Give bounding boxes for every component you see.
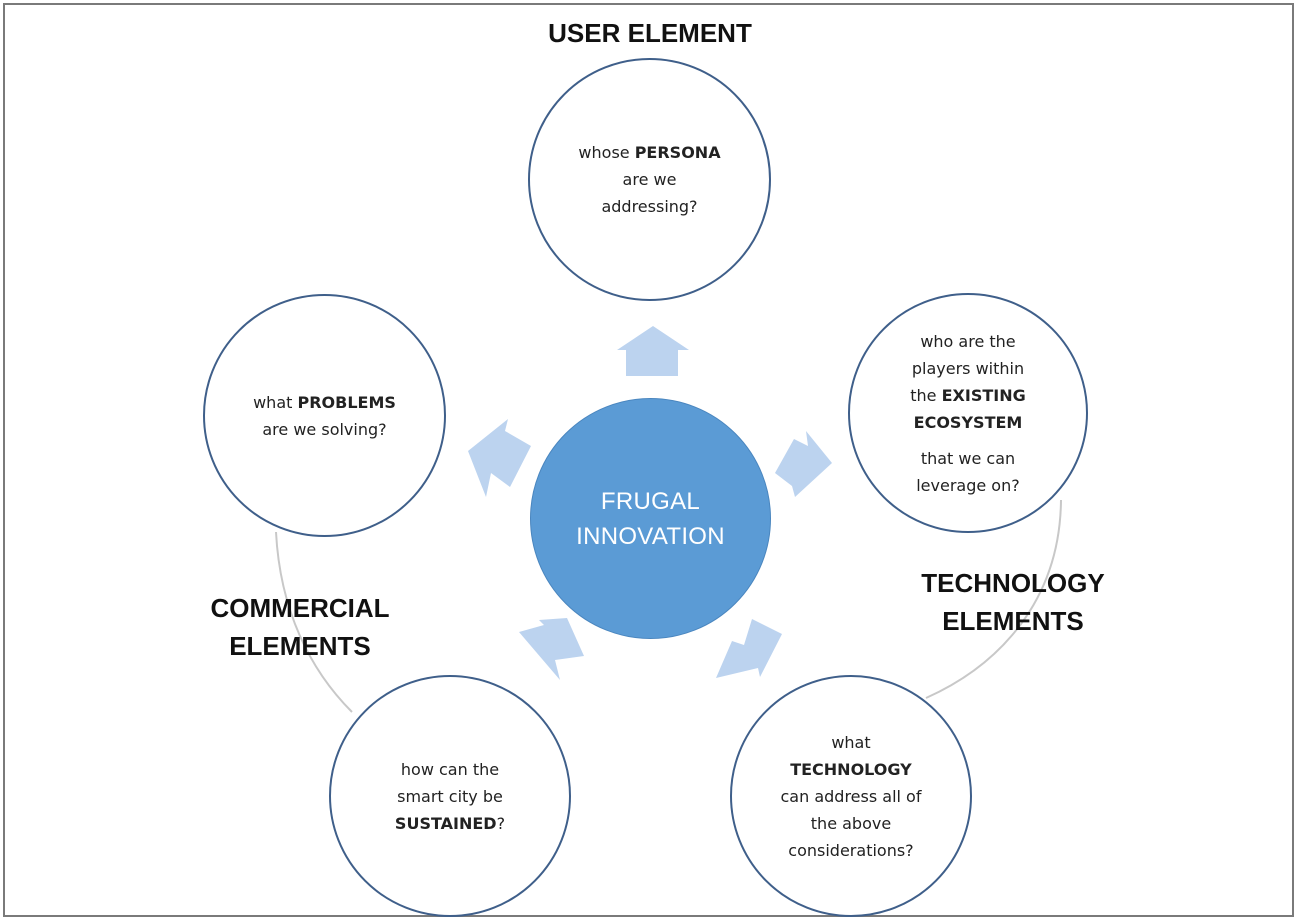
ecosystem-line3: the EXISTING — [910, 385, 1026, 405]
technology-text: what TECHNOLOGY can address all of the a… — [781, 729, 922, 864]
persona-line1: whose PERSONA — [578, 143, 721, 162]
commercial-label-line2: ELEMENTS — [229, 631, 371, 661]
user-element-label: USER ELEMENT — [548, 18, 752, 48]
problems-line2: are we solving? — [262, 419, 387, 439]
center-line2: INNOVATION — [576, 522, 725, 550]
commercial-label-line1: COMMERCIAL — [210, 593, 390, 623]
ecosystem-circle: who are the players within the EXISTING … — [848, 293, 1088, 533]
arrow-upper-left — [468, 419, 531, 497]
commercial-elements-label: COMMERCIAL ELEMENTS — [180, 589, 420, 665]
technology-connector — [925, 499, 1062, 699]
ecosystem-line4: ECOSYSTEM — [913, 412, 1023, 432]
ecosystem-text: who are the players within the EXISTING … — [910, 328, 1025, 499]
commercial-connector — [275, 531, 353, 713]
frugal-innovation-circle: FRUGAL INNOVATION — [530, 398, 771, 639]
technology-elements-label: TECHNOLOGY ELEMENTS — [893, 564, 1133, 640]
problems-circle: what PROBLEMS are we solving? — [203, 294, 446, 537]
technology-line1: what — [831, 732, 871, 752]
sustained-line1: how can the — [400, 759, 500, 779]
arrow-upper-right — [775, 431, 832, 497]
technology-line4: the above — [810, 813, 892, 833]
center-line1: FRUGAL — [600, 487, 701, 515]
technology-line3: can address all of — [780, 786, 922, 806]
technology-label-line1: TECHNOLOGY — [921, 568, 1105, 598]
ecosystem-line6: leverage on? — [916, 475, 1020, 495]
arrow-up — [617, 326, 689, 376]
ecosystem-gap — [910, 436, 1025, 445]
sustained-circle: how can the smart city be SUSTAINED? — [329, 675, 571, 917]
sustained-text: how can the smart city be SUSTAINED? — [395, 756, 505, 837]
ecosystem-line1: who are the — [920, 331, 1016, 351]
persona-circle: whose PERSONA are we addressing? — [528, 58, 771, 301]
technology-label-line2: ELEMENTS — [942, 606, 1084, 636]
persona-line3: addressing? — [601, 197, 698, 216]
persona-text: whose PERSONA are we addressing? — [578, 139, 720, 220]
sustained-line3: SUSTAINED? — [394, 813, 506, 833]
technology-line5: considerations? — [788, 840, 914, 860]
arrow-lower-left — [519, 618, 584, 680]
problems-text: what PROBLEMS are we solving? — [253, 389, 396, 443]
technology-line2: TECHNOLOGY — [790, 759, 912, 779]
ecosystem-line2: players within — [911, 358, 1025, 378]
ecosystem-line5: that we can — [920, 448, 1016, 468]
persona-line2: are we — [622, 170, 677, 189]
problems-line1: what PROBLEMS — [253, 392, 396, 412]
technology-circle: what TECHNOLOGY can address all of the a… — [730, 675, 972, 917]
arrow-lower-right — [716, 619, 782, 678]
sustained-line2: smart city be — [397, 786, 503, 806]
